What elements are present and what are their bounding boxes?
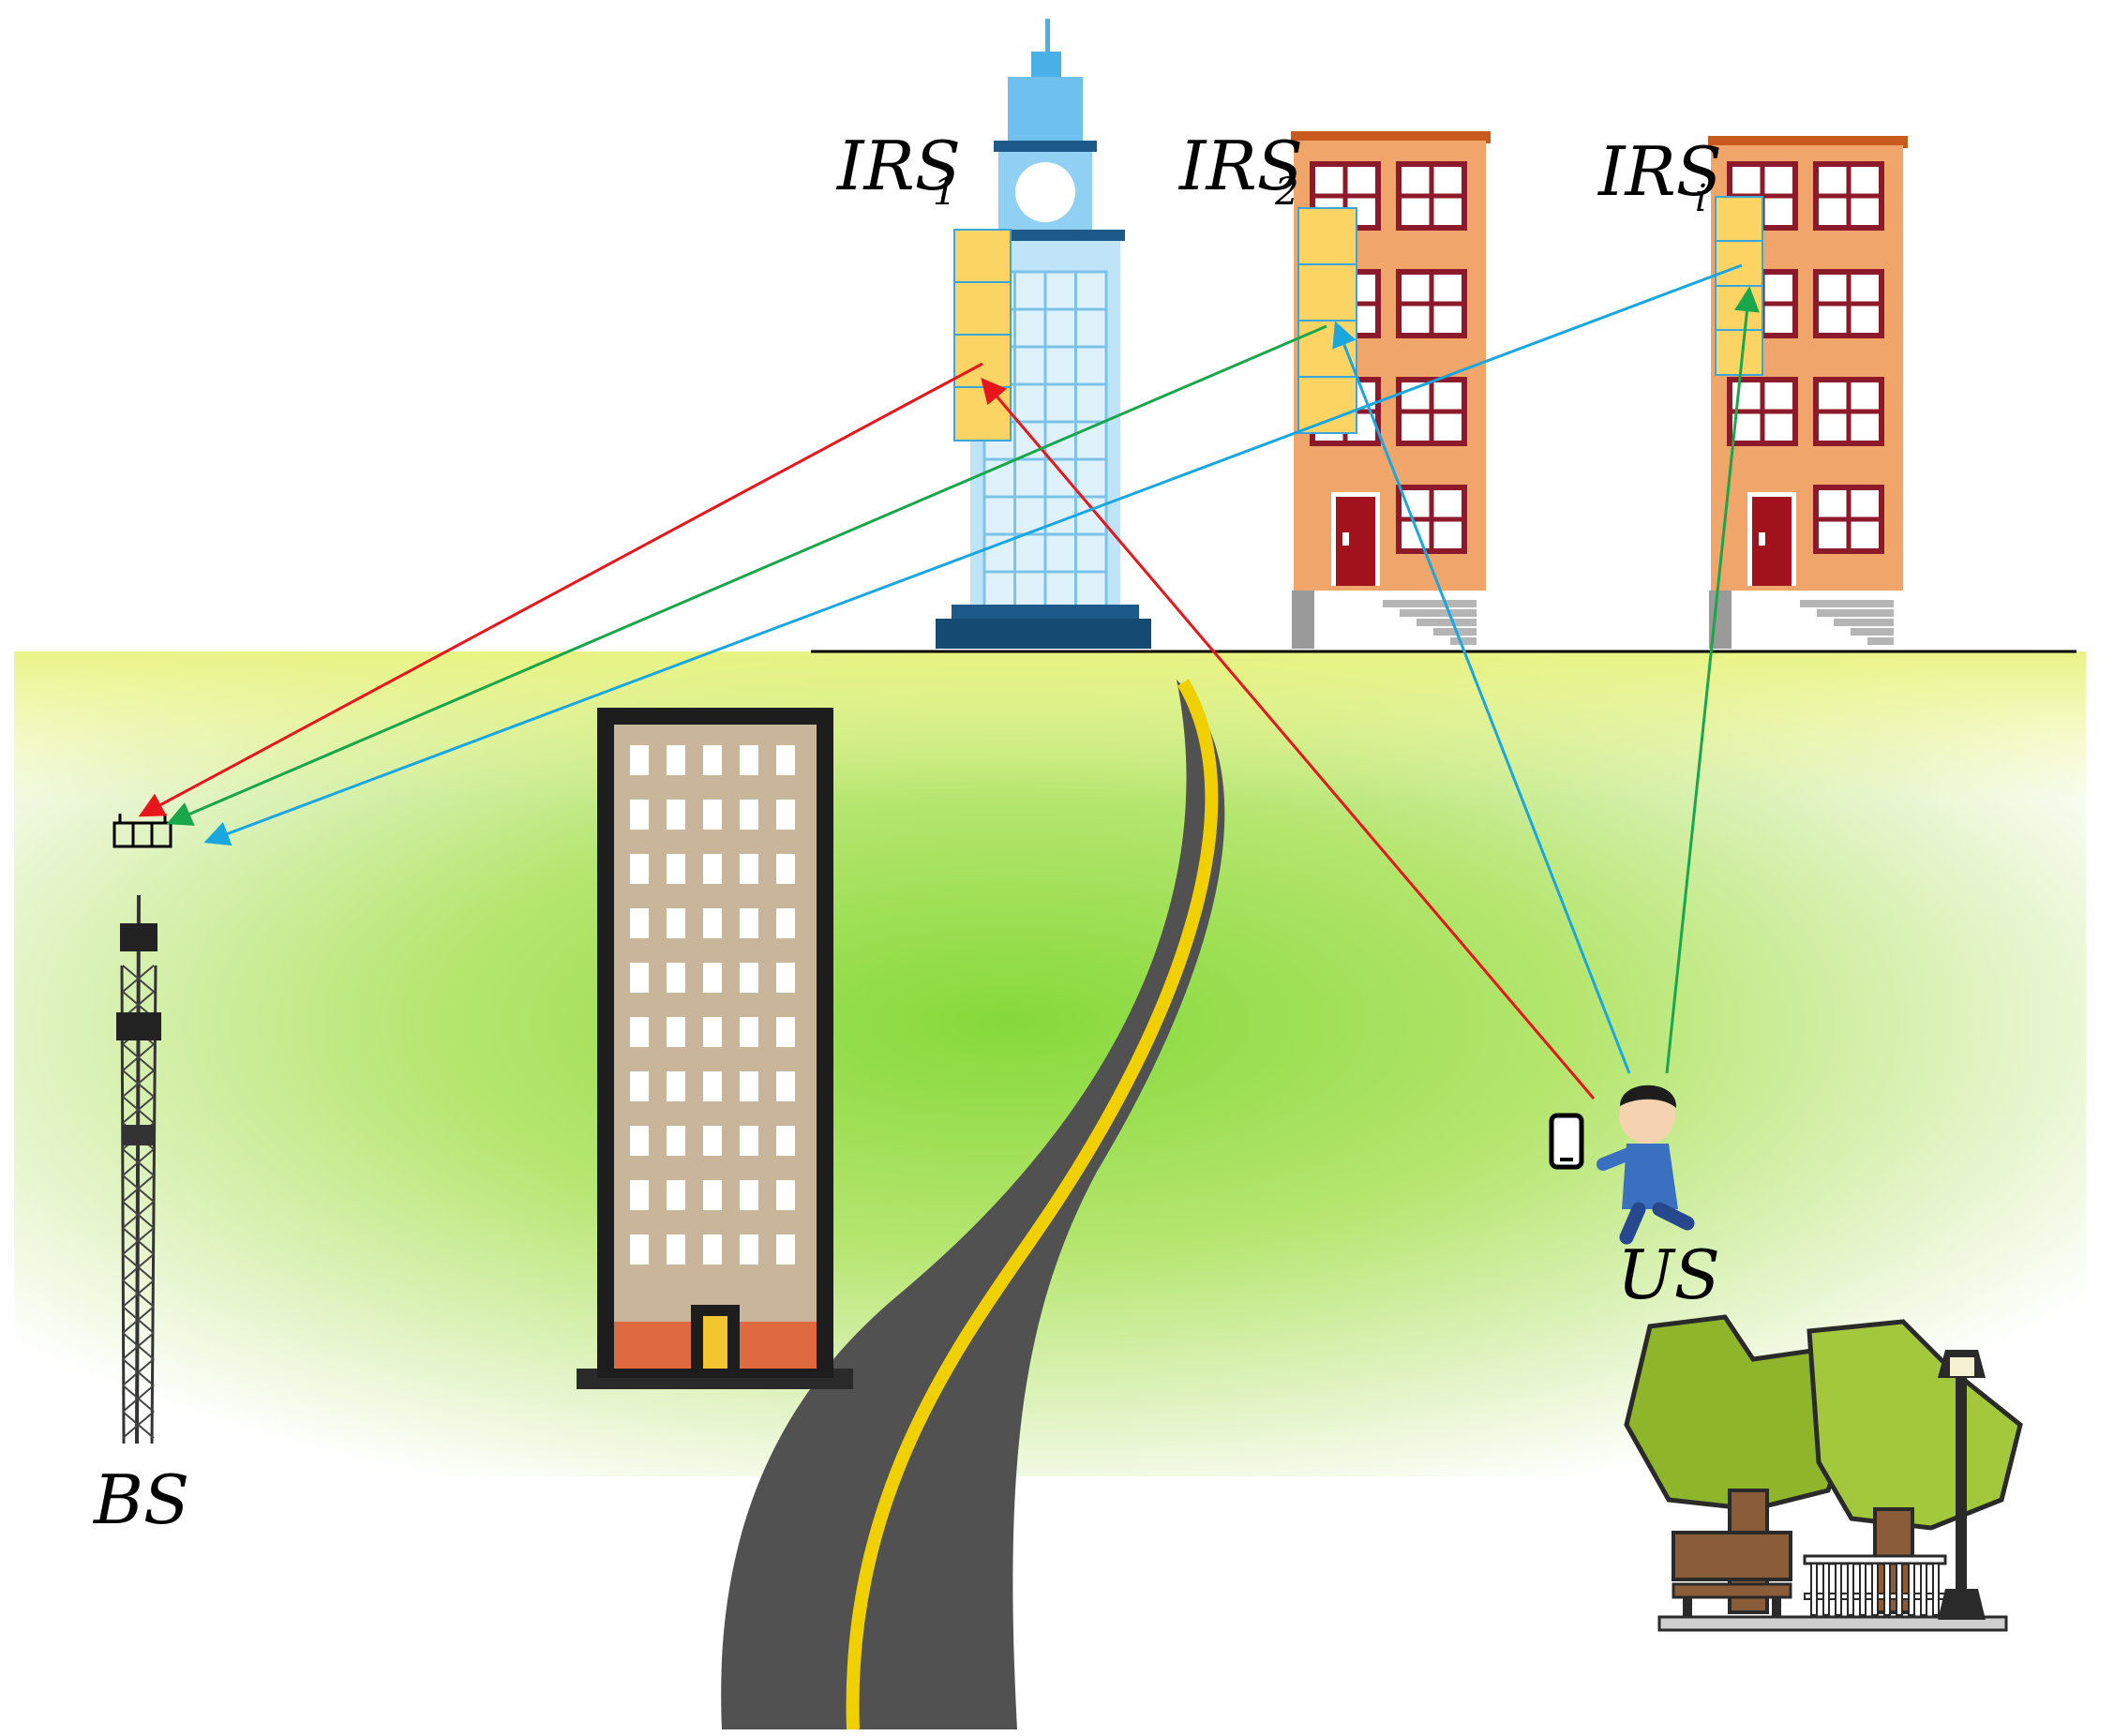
office-building-icon: [577, 708, 853, 1389]
irs1-label: IRS 1: [835, 127, 961, 214]
svg-text:i: i: [1695, 177, 1707, 220]
irs2-label: IRS 2: [1177, 127, 1303, 214]
path-us-to-irs1: [981, 377, 1596, 1100]
ground: [14, 650, 2086, 1476]
svg-text:IRS: IRS: [1597, 132, 1722, 211]
bench-icon: [1672, 1531, 1792, 1618]
svg-text:IRS: IRS: [1177, 127, 1303, 205]
street-lamp-icon: [1938, 1350, 1986, 1620]
smartphone-icon: [1549, 1113, 1584, 1170]
path-us-to-irs2: [1332, 321, 1631, 1074]
signal-paths: [138, 263, 1760, 1100]
irs1-panel: [953, 229, 1012, 441]
path-irsi-to-bs: [203, 263, 1743, 846]
bs-label: BS: [92, 1460, 189, 1539]
irs2-panel: [1297, 207, 1357, 434]
irsi-panel: [1715, 196, 1763, 376]
park-trees-icon: [1624, 1314, 2023, 1632]
us-label: US: [1617, 1235, 1720, 1314]
path-us-to-irsi: [1665, 286, 1760, 1074]
path-irs2-to-bs: [166, 324, 1327, 826]
svg-text:1: 1: [933, 171, 956, 214]
irsi-label: IRS i: [1597, 132, 1722, 220]
path-irs1-to-bs: [138, 362, 983, 817]
cell-tower-icon: [112, 814, 172, 1444]
svg-text:IRS: IRS: [835, 127, 961, 205]
svg-text:2: 2: [1274, 171, 1298, 214]
road-icon: [721, 679, 1225, 1730]
person-icon: [1597, 1085, 1695, 1245]
fence-icon: [1803, 1554, 1947, 1616]
